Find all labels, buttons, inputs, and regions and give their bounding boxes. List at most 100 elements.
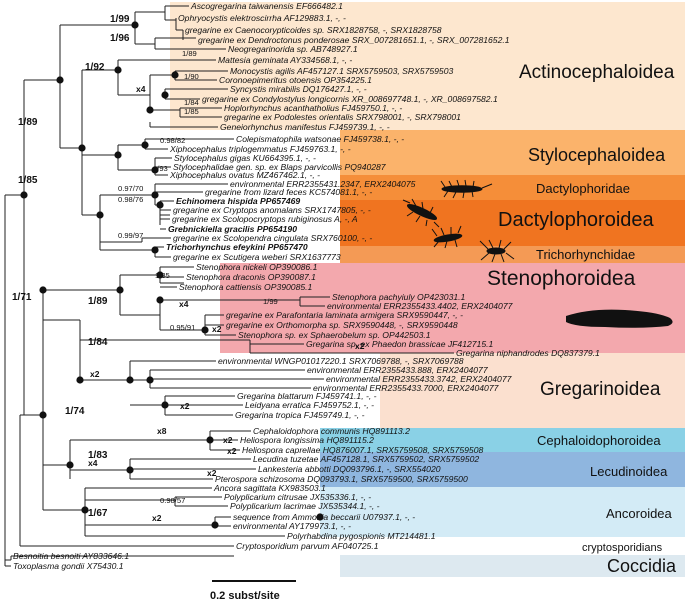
centipede-silhouette-1 (440, 179, 493, 199)
node-marker (206, 436, 214, 444)
support-value: 1/90 (184, 72, 199, 81)
label-stenophoroidea: Stenophoroidea (487, 267, 636, 290)
taxon-label: Toxoplasma gondii X75430.1 (13, 561, 124, 571)
taxon-label: Mattesia geminata AY334568.1, -, - (218, 55, 352, 65)
branch-multiplier: x2 (152, 513, 162, 523)
node-marker (76, 376, 84, 384)
taxon-label: Cephaloidophora communis HQ891113.2 (253, 426, 410, 436)
branch-multiplier: x4 (136, 84, 146, 94)
branch-multiplier: x4 (179, 299, 189, 309)
taxon-label: gregarine ex Condylostylus longicornis X… (202, 94, 498, 104)
support-value: 1/89 (18, 117, 38, 128)
taxon-label: Xiphocephalus triplogemmatus FJ459763.1,… (169, 144, 351, 154)
taxon-label: Gregarina sp. ex Phaedon brassicae JF412… (306, 339, 493, 349)
taxon-label: gregarine ex Scolopocryptops rubiginosus… (172, 214, 358, 224)
support-value: 1/74 (65, 406, 85, 417)
taxon-label: environmental ERR2355433.4402, ERX240407… (327, 301, 514, 311)
taxon-label: gregarine ex Parafontaria laminata armig… (226, 310, 463, 320)
band-actinocephaloidea (170, 2, 685, 130)
taxon-label: Gregarina tropica FJ459749.1, -, - (235, 410, 365, 420)
millipede-silhouette (566, 309, 673, 328)
taxon-label: Neogregarinorida sp. AB748927.1 (228, 44, 358, 54)
centipede-silhouette-2 (402, 198, 440, 228)
node-marker (114, 151, 122, 159)
node-marker (39, 286, 47, 294)
taxon-label: Lankesteria abbotti DQ093796.1, -, SRX55… (258, 464, 441, 474)
label-ancoroidea: Ancoroidea (606, 506, 673, 521)
taxon-label: environmental AY179973.1, -, - (233, 521, 351, 531)
node-marker (161, 401, 169, 409)
tree-branches (4, 5, 454, 567)
node-marker (96, 211, 104, 219)
taxon-label: Ophryocystis elektroscirrha AF129883.1, … (178, 13, 346, 23)
taxon-label: environmental ERR2355431.2347, ERX240407… (230, 179, 416, 189)
label-stylocephaloidea: Stylocephaloidea (528, 145, 666, 165)
node-marker (114, 66, 122, 74)
taxon-label: gregarine ex Scutigera weberi SRX1637773 (173, 252, 341, 262)
taxon-label: Stenophora nickeli OP390086.1 (196, 262, 318, 272)
node-marker (156, 296, 164, 304)
taxon-label: Heliospora caprellae HQ876007.1, SRX5759… (242, 445, 483, 455)
centipede-silhouette-4 (479, 239, 515, 263)
taxon-label: Stenophora pachyiuly OP423031.1 (332, 292, 466, 302)
node-marker (56, 76, 64, 84)
support-value: 1/92 (85, 62, 105, 73)
node-markers (20, 21, 324, 529)
node-marker (151, 166, 159, 174)
support-values: 1/991/961/891/921/901/841/851/891/850.98… (12, 14, 365, 523)
taxon-label: Polyrhabdina pygospionis MT214481.1 (287, 531, 436, 541)
node-marker (141, 141, 149, 149)
scale-bar-label: 0.2 subst/site (210, 590, 280, 602)
node-marker (116, 286, 124, 294)
support-value: 1/96 (110, 33, 130, 44)
label-cryptosporidians: cryptosporidians (582, 542, 663, 554)
taxon-label: Leidyana erratica FJ459752.1, -, - (245, 400, 374, 410)
taxon-label: gregarine from lizard feces KC574081.1, … (205, 187, 372, 197)
branch-multiplier: x4 (88, 458, 98, 468)
label-trichorhynchidae: Trichorhynchidae (536, 247, 635, 262)
label-gregarinoidea: Gregarinoidea (540, 379, 661, 400)
taxon-label: Hoplorhynchus acanthatholius FJ459750.1,… (224, 103, 402, 113)
support-value: 1/93 (153, 164, 168, 173)
support-value: 1/85 (18, 175, 38, 186)
support-value: 1/99 (263, 297, 278, 306)
taxon-label: Polyplicarium lacrimae JX535344.1, -, - (230, 501, 380, 511)
taxon-label: Geneiorhynchus manifestus FJ459739.1, -,… (220, 122, 390, 132)
taxon-label: Gregarina blattarum FJ459741.1, -, - (237, 391, 377, 401)
taxon-label: gregarine ex Cryptops anomalans SRX17478… (173, 205, 371, 215)
taxon-label: Besnoitia besnoiti AY833646.1 (13, 551, 129, 561)
support-value: 1/99 (110, 14, 130, 25)
label-lecudinoidea: Lecudinoidea (590, 464, 668, 479)
taxon-label: Lecudina tuzetae AF457128.1, SRX5759502,… (253, 454, 479, 464)
node-marker (201, 326, 209, 334)
node-marker (20, 191, 28, 199)
taxon-label: Stenophora cattiensis OP390085.1 (179, 282, 313, 292)
taxon-label: Ascogregarina taiwanensis EF666482.1 (190, 1, 343, 11)
band-lecudinoidea (320, 452, 685, 487)
branch-multiplier: x2 (212, 324, 222, 334)
taxon-label: sequence from Ammonia beccarii U07937.1,… (233, 512, 415, 522)
band-gregarinoidea (380, 353, 685, 428)
taxon-label: Syncystis mirabilis DQ176427.1, -, - (230, 84, 367, 94)
node-marker (161, 91, 169, 99)
taxon-label: Stylocephalus gigas KU664395.1, -, - (174, 153, 316, 163)
taxon-label: Stylocephalidae gen. sp. ex Blaps parvic… (173, 162, 387, 172)
support-value: 0.98/57 (160, 496, 185, 505)
node-marker (156, 201, 164, 209)
taxon-label: Monocystis agilis AF457127.1 SRX5759503,… (230, 66, 453, 76)
support-value: 0.99/97 (118, 231, 143, 240)
branch-multiplier: x2 (223, 435, 233, 445)
taxon-label: Coronoepimeritus otoensis OP354225.1 (219, 75, 372, 85)
band-ancoroidea (320, 487, 685, 537)
support-value: 1/84 (184, 98, 199, 107)
taxon-label: environmental ERR2355433.888, ERX2404077 (307, 365, 489, 375)
band-cephaloidophoroidea (320, 428, 685, 452)
label-dactylophoroidea: Dactylophoroidea (498, 209, 655, 231)
node-marker (126, 376, 134, 384)
band-dactylophoroidea (340, 200, 685, 246)
taxon-label: Polyplicarium citrusae JX535336.1, -, - (224, 492, 371, 502)
taxon-label: environmental ERR2355433.3742, ERX240407… (326, 374, 513, 384)
node-marker (171, 71, 179, 79)
label-actinocephaloidea: Actinocephaloidea (519, 62, 675, 83)
branch-multiplier: x2 (227, 446, 237, 456)
